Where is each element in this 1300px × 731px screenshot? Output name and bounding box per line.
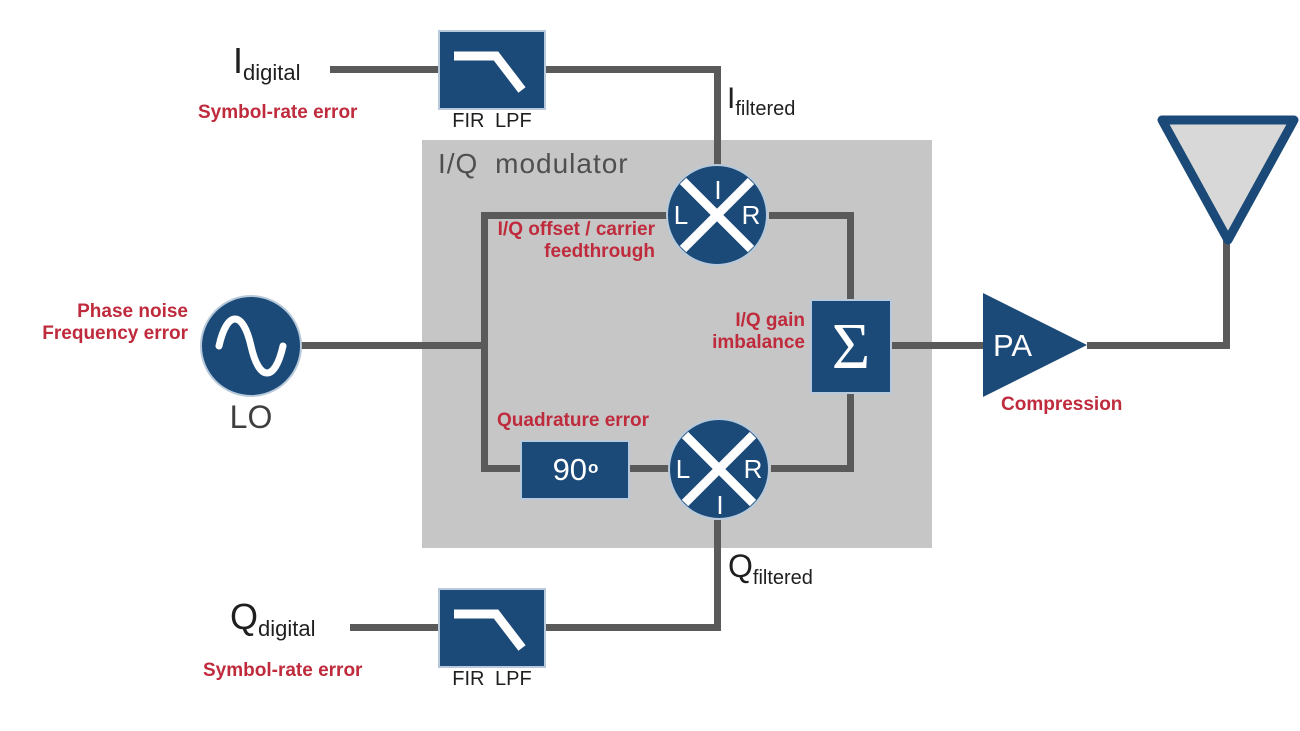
- wire-sigma-to-pa: [890, 342, 985, 349]
- quadrature-error: Quadrature error: [497, 410, 650, 431]
- wire-pa-to-corner: [1087, 342, 1230, 349]
- wire-q-digital-to-fir: [350, 624, 442, 631]
- mixer-port-label: I: [716, 490, 723, 520]
- power-amplifier: PA: [983, 293, 1087, 397]
- wire-bottom-mixer-out: [771, 465, 854, 472]
- wire-i-digital-to-fir: [330, 66, 442, 73]
- fir-lpf-block-i: [440, 32, 544, 108]
- q-digital-label: Qdigital: [230, 596, 316, 641]
- symbol-rate-error-bottom: Symbol-rate error: [203, 660, 363, 681]
- wire-i-down-to-mixer: [714, 66, 721, 168]
- compression: Compression: [1001, 394, 1123, 415]
- mixer-cross-icon: [679, 177, 755, 253]
- wire-bottom-mixer-to-sigma: [847, 389, 854, 472]
- lo-caption: LO: [229, 399, 273, 435]
- wire-90-to-mixer: [628, 465, 671, 472]
- wire-lo-branch-top: [481, 212, 669, 219]
- i-digital-label: Idigital: [233, 40, 301, 85]
- pa-label: PA: [993, 328, 1032, 363]
- i-filtered-label: Ifiltered: [727, 82, 796, 120]
- mixer-port-label: R: [744, 454, 763, 484]
- iq-gain-imbalance: I/Q gain imbalance: [712, 310, 805, 353]
- wire-top-mixer-out: [769, 212, 854, 219]
- mixer-port-label: L: [674, 200, 688, 230]
- fir-lpf-block-q: [440, 590, 544, 666]
- lowpass-response-icon: [454, 51, 526, 93]
- mixer-port-label: L: [676, 454, 690, 484]
- iq-offset-carrier-feedthrough: I/Q offset / carrier feedthrough: [497, 219, 655, 262]
- wire-lo-branch-vertical: [481, 212, 488, 472]
- lowpass-response-icon: [454, 609, 526, 651]
- symbol-rate-error-top: Symbol-rate error: [198, 102, 358, 123]
- wire-top-mixer-to-sigma: [847, 212, 854, 305]
- mixer-port-label: R: [742, 200, 761, 230]
- wire-q-up-to-mixer: [714, 520, 721, 631]
- degree-symbol: o: [588, 458, 599, 477]
- wire-fir-to-corner-top: [543, 66, 721, 73]
- iq-modulator-title: I/Q modulator: [438, 148, 629, 179]
- mixer-port-label: I: [714, 175, 721, 205]
- wire-fir-to-corner-bottom: [543, 624, 721, 631]
- summing-block: Σ: [812, 301, 890, 392]
- mixer-cross-icon: [681, 431, 757, 507]
- wire-to-antenna: [1223, 239, 1230, 349]
- sine-wave-icon: [215, 315, 287, 377]
- fir-lpf-caption-i: FIR LPF: [452, 110, 532, 132]
- wire-lo-output: [299, 342, 488, 349]
- phase-shift-label: 90: [552, 452, 588, 487]
- q-filtered-label: Qfiltered: [728, 548, 813, 589]
- antenna-icon: [1157, 115, 1299, 245]
- mixer-top: I L R: [666, 164, 768, 266]
- mixer-bottom: L R I: [668, 418, 770, 520]
- sigma-symbol: Σ: [831, 309, 871, 383]
- phase-noise-frequency-error: Phase noise Frequency error: [42, 301, 188, 344]
- fir-lpf-caption-q: FIR LPF: [452, 668, 532, 690]
- wire-lo-branch-bottom: [481, 465, 526, 472]
- lo-oscillator: [200, 295, 302, 397]
